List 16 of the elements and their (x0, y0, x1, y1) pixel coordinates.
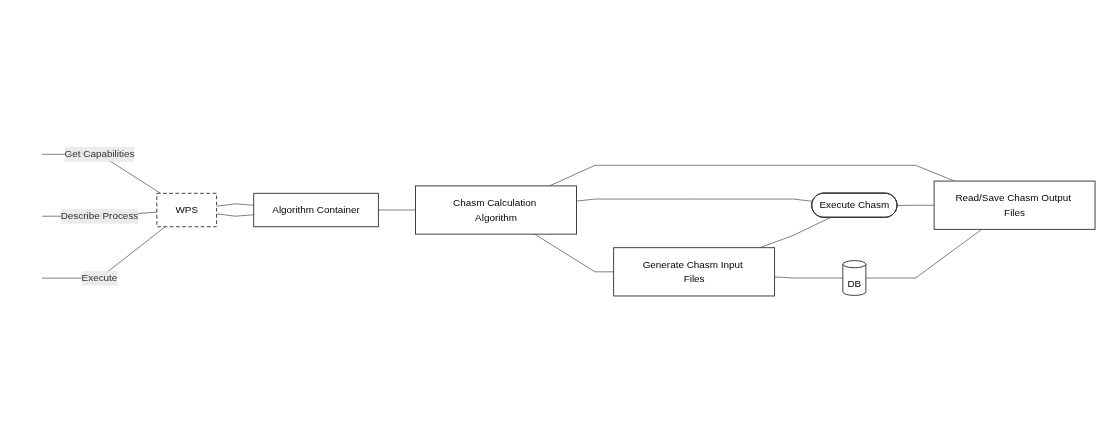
connector (774, 276, 844, 279)
node-box: Chasm Calculation Algorithm (415, 185, 577, 235)
node-box: Read/Save Chasm Output Files (933, 180, 1096, 230)
connector (216, 213, 254, 217)
edge-label: Get Capabilities (64, 148, 135, 160)
connector (534, 233, 614, 273)
edge-label: Describe Process (60, 210, 139, 222)
connector (378, 209, 416, 211)
connector (865, 229, 983, 279)
connector (576, 198, 814, 202)
connector (896, 204, 935, 206)
node-box: Algorithm Container (253, 192, 379, 228)
node-box: Generate Chasm Input Files (613, 247, 776, 297)
edge-label: Execute (81, 272, 118, 284)
connector (216, 203, 254, 207)
node-box: WPS (156, 192, 218, 228)
